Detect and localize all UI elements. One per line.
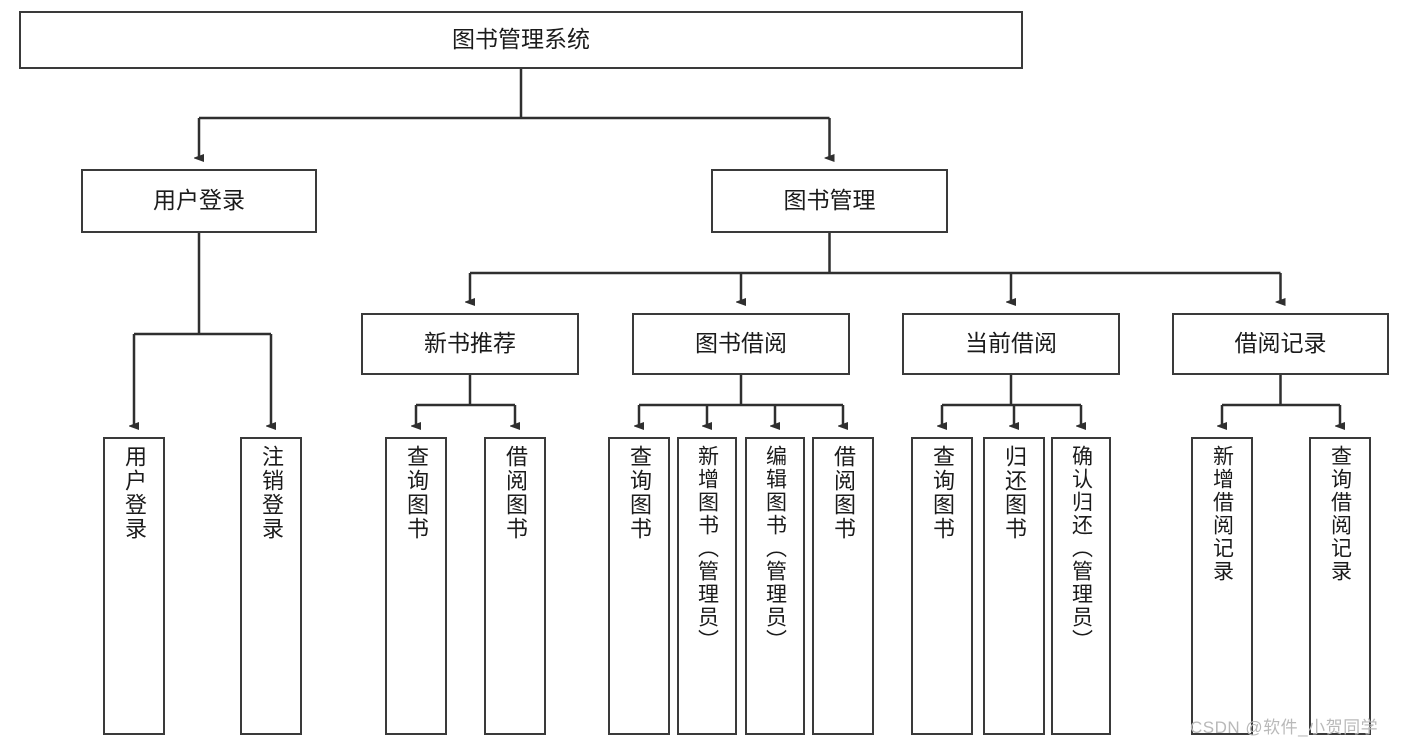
node-label: 查询图书 (627, 445, 652, 541)
node-leaf-query-record[interactable]: 查询借阅记录 (1309, 437, 1371, 735)
node-current[interactable]: 当前借阅 (902, 313, 1120, 375)
node-leaf-borrow-book-2[interactable]: 借阅图书 (812, 437, 874, 735)
node-label: 用户登录 (153, 187, 245, 214)
node-label: 当前借阅 (965, 330, 1057, 357)
node-leaf-add-record[interactable]: 新增借阅记录 (1191, 437, 1253, 735)
node-records[interactable]: 借阅记录 (1172, 313, 1389, 375)
node-leaf-borrow-book-1[interactable]: 借阅图书 (484, 437, 546, 735)
node-label: 编辑图书（管理员） (763, 445, 787, 652)
node-label: 用户登录 (122, 445, 147, 541)
node-label: 新书推荐 (424, 330, 516, 357)
node-newbook[interactable]: 新书推荐 (361, 313, 579, 375)
node-leaf-add-book[interactable]: 新增图书（管理员） (677, 437, 737, 735)
node-label: 注销登录 (259, 445, 284, 541)
node-leaf-query-book-2[interactable]: 查询图书 (608, 437, 670, 735)
node-label: 确认归还（管理员） (1069, 445, 1093, 652)
node-leaf-return-book[interactable]: 归还图书 (983, 437, 1045, 735)
node-label: 归还图书 (1002, 445, 1027, 541)
node-label: 借阅图书 (831, 445, 856, 541)
node-leaf-query-book-3[interactable]: 查询图书 (911, 437, 973, 735)
node-login[interactable]: 用户登录 (81, 169, 317, 233)
node-label: 新增图书（管理员） (695, 445, 719, 652)
node-leaf-user-login[interactable]: 用户登录 (103, 437, 165, 735)
edge-group (134, 69, 1340, 426)
node-leaf-logout[interactable]: 注销登录 (240, 437, 302, 735)
node-bookmgmt[interactable]: 图书管理 (711, 169, 948, 233)
node-label: 查询图书 (930, 445, 955, 541)
watermark: CSDN @软件_小贺同学 (1190, 718, 1379, 737)
node-label: 图书管理系统 (452, 26, 590, 53)
node-label: 借阅记录 (1234, 330, 1327, 357)
node-label: 图书借阅 (695, 330, 787, 357)
node-borrow[interactable]: 图书借阅 (632, 313, 850, 375)
node-label: 图书管理 (783, 187, 876, 214)
node-label: 查询图书 (404, 445, 429, 541)
node-leaf-query-book-1[interactable]: 查询图书 (385, 437, 447, 735)
node-leaf-confirm-return[interactable]: 确认归还（管理员） (1051, 437, 1111, 735)
node-label: 查询借阅记录 (1328, 445, 1352, 583)
node-leaf-edit-book[interactable]: 编辑图书（管理员） (745, 437, 805, 735)
node-label: 借阅图书 (503, 445, 528, 541)
node-label: 新增借阅记录 (1210, 445, 1234, 583)
node-root[interactable]: 图书管理系统 (19, 11, 1023, 69)
